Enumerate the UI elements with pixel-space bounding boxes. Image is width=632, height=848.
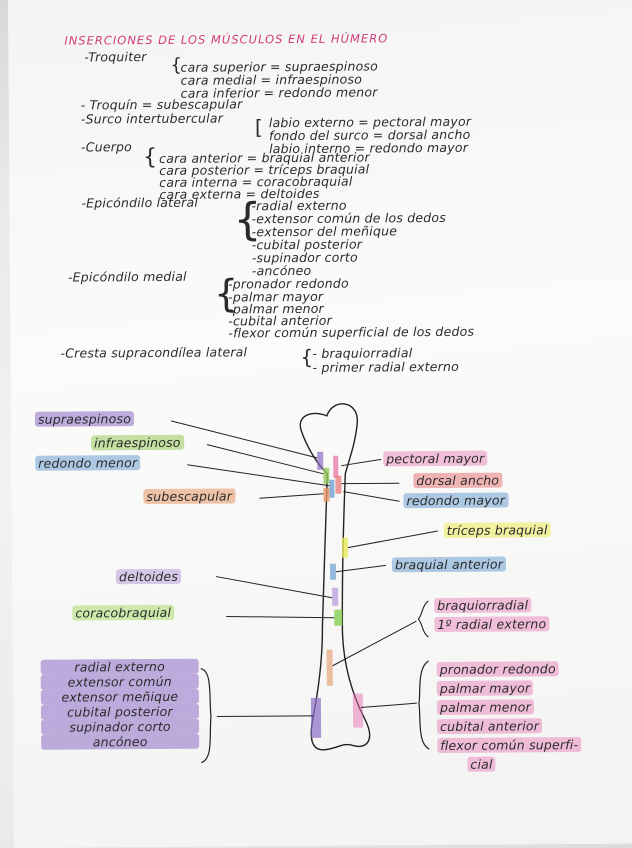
list-item: pronador redondo <box>437 661 559 677</box>
patch-triceps <box>342 538 348 558</box>
label-braquial-anterior: braquial anterior <box>392 557 506 573</box>
list-item: braquiorradial <box>434 597 531 613</box>
list-item: extensor meñique <box>41 689 199 705</box>
list-item: 1º radial externo <box>434 616 549 632</box>
patch-epicondilo-lateral <box>311 698 321 738</box>
label-coracobraquial: coracobraquial <box>72 605 174 621</box>
patch-dorsal <box>335 476 341 494</box>
list-item: cubital anterior <box>437 718 542 734</box>
patch-cresta <box>327 650 333 686</box>
patch-deltoides <box>332 588 338 606</box>
brace-left-icon <box>201 669 212 763</box>
epicondilo-lateral-list: radial externo extensor común extensor m… <box>41 659 200 750</box>
patch-subescapular <box>323 488 329 502</box>
brace-right-icon <box>419 661 430 749</box>
list-item: palmar menor <box>437 699 534 715</box>
label-pectoral-mayor: pectoral mayor <box>383 451 487 467</box>
list-item: radial externo <box>41 659 199 675</box>
patch-epicondilo-medial <box>353 694 363 728</box>
label-dorsal-ancho: dorsal ancho <box>413 473 502 489</box>
patch-supraespinoso <box>317 452 323 470</box>
label-redondo-mayor: redondo mayor <box>403 493 508 509</box>
patch-redondo-menor <box>329 480 334 498</box>
patch-pectoral <box>333 456 338 478</box>
list-item: flexor común superfi- <box>437 737 581 753</box>
list-item: extensor común <box>41 674 199 690</box>
label-subescapular: subescapular <box>143 488 235 504</box>
list-item: cial <box>467 757 495 772</box>
list-item: ancóneo <box>41 734 199 750</box>
notebook-page: INSERCIONES DE LOS MÚSCULOS EN EL HÚMERO… <box>8 0 632 848</box>
list-item: palmar mayor <box>437 680 534 696</box>
label-redondo-menor: redondo menor <box>35 455 140 471</box>
label-triceps: tríceps braquial <box>444 522 551 538</box>
brace-cresta-icon <box>418 601 428 637</box>
patch-coracobraquial <box>334 610 342 626</box>
label-deltoides: deltoides <box>116 569 181 584</box>
label-infraespinoso: infraespinoso <box>91 435 184 451</box>
list-item: cubital posterior <box>41 704 199 720</box>
patch-braquial <box>330 564 336 580</box>
patch-infraespinoso <box>323 468 329 484</box>
epicondilo-medial-list: pronador redondo palmar mayor palmar men… <box>437 658 618 773</box>
label-supraespinoso: supraespinoso <box>35 411 134 427</box>
list-item: supinador corto <box>41 719 199 735</box>
cresta-list: braquiorradial 1º radial externo <box>434 594 604 633</box>
